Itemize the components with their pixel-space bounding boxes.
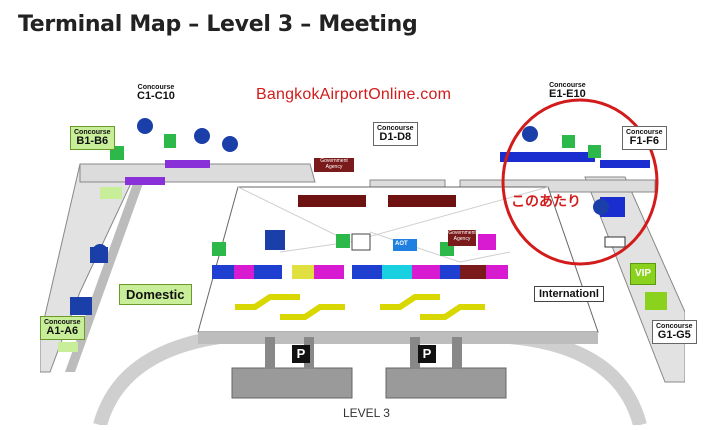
concourse-c-label: Concourse C1-C10 — [137, 84, 175, 102]
parking-right — [385, 367, 507, 399]
parking-ramp — [410, 337, 420, 369]
parking-ramp — [265, 337, 275, 369]
meeting-point-icon — [265, 230, 285, 250]
kiosk — [412, 265, 440, 279]
kiosk — [486, 265, 508, 279]
concourse-e-label: Concourse E1-E10 — [549, 82, 586, 100]
pier-module — [500, 152, 560, 162]
concourse-e-range: E1-E10 — [549, 88, 586, 100]
concourse-d-label: Concourse D1-D8 — [373, 122, 418, 146]
center-block-right — [388, 195, 456, 207]
aot-icon — [393, 239, 417, 251]
terminal-map — [39, 82, 686, 428]
pier-module — [165, 160, 210, 168]
domestic-zone-label: Domestic — [119, 284, 192, 305]
kiosk — [234, 265, 254, 279]
concourse-caption: Concourse — [44, 319, 81, 326]
counter-icon — [604, 236, 626, 248]
concourse-caption: Concourse — [137, 84, 175, 91]
parking-sign-left: P — [292, 345, 310, 363]
pier-module — [645, 292, 667, 310]
info-icon — [92, 118, 609, 260]
location-annotation: このあたり — [511, 194, 581, 210]
pier-module — [100, 187, 122, 199]
terminal-map-drawing — [39, 98, 686, 428]
international-zone-label: Internationl — [534, 286, 604, 302]
vip-lounge: VIP — [630, 263, 656, 285]
terminal-floor-edge — [198, 332, 598, 344]
concourse-b-label: Concourse B1-B6 — [70, 126, 115, 150]
kiosk — [352, 265, 382, 279]
kiosk — [382, 265, 412, 279]
concourse-caption: Concourse — [377, 125, 414, 132]
concourse-caption: Concourse — [74, 129, 111, 136]
concourse-a-label: Concourse A1-A6 — [40, 316, 85, 340]
concourse-g-range: G1-G5 — [657, 329, 691, 341]
parking-sign-right: P — [418, 345, 436, 363]
concourse-f-label: Concourse F1-F6 — [622, 126, 667, 150]
concourse-g-label: Concourse G1-G5 — [652, 320, 697, 344]
concourse-f-range: F1-F6 — [629, 135, 659, 147]
concourse-b-range: B1-B6 — [76, 135, 109, 147]
shop-icon — [478, 234, 496, 250]
pier-module — [125, 177, 165, 185]
center-block-left — [298, 195, 366, 207]
pier-module — [560, 152, 595, 162]
belt — [380, 294, 440, 310]
highlight-circle — [501, 98, 659, 266]
government-agency-sign: Government Agency — [314, 158, 354, 172]
concourse-caption: Concourse — [626, 129, 663, 136]
pier-left-edge — [65, 164, 150, 372]
belt — [420, 304, 485, 320]
belt — [280, 304, 345, 320]
concourse-a-range: A1-A6 — [46, 325, 79, 337]
pier-module — [58, 342, 78, 352]
site-watermark: BangkokAirportOnline.com — [256, 86, 452, 103]
pier-module — [600, 160, 650, 168]
level-label: LEVEL 3 — [343, 406, 390, 420]
aot-label: AOT — [395, 241, 408, 247]
concourse-d-range: D1-D8 — [379, 131, 412, 143]
pier-left — [39, 163, 141, 373]
parking-ramp — [452, 337, 462, 369]
kiosk — [212, 265, 234, 279]
kiosk — [254, 265, 282, 279]
concourse-caption: Concourse — [549, 82, 586, 89]
page-title: Terminal Map – Level 3 – Meeting — [18, 12, 418, 37]
belt — [235, 294, 300, 310]
kiosk — [292, 265, 314, 279]
concourse-caption: Concourse — [656, 323, 693, 330]
government-agency-sign: Government Agency — [448, 230, 476, 244]
kiosk — [440, 265, 460, 279]
kiosk — [314, 265, 344, 279]
meeting-sign-icon — [351, 233, 371, 251]
pier-module — [70, 297, 92, 315]
parking-left — [231, 367, 353, 399]
kiosk — [460, 265, 486, 279]
concourse-c-range: C1-C10 — [137, 90, 175, 102]
